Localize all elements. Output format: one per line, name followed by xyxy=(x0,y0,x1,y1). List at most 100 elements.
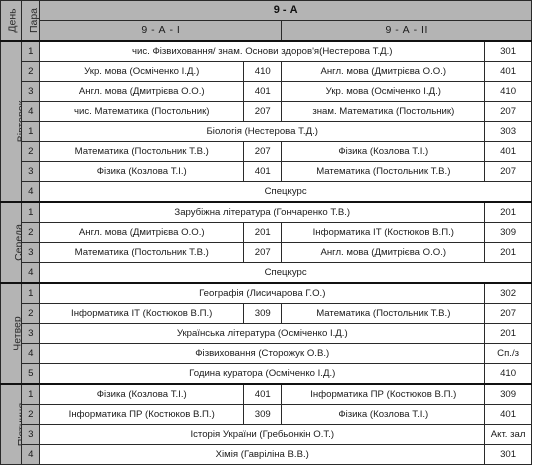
room-cell: 309 xyxy=(484,383,532,405)
subject-cell: знам. Математика (Постольник) xyxy=(281,101,486,122)
subject-cell-whole-class: Українська література (Осміченко І.Д.) xyxy=(39,323,486,344)
subject-cell: Інформатика ІТ (Костюков В.П.) xyxy=(281,222,486,243)
room-cell: 410 xyxy=(484,363,532,385)
room-cell: 301 xyxy=(484,40,532,62)
room-cell: 401 xyxy=(484,141,532,162)
day-label-text: Вівторок xyxy=(15,100,22,143)
day-label: Четвер xyxy=(0,282,23,385)
pair-number: 3 xyxy=(21,161,41,182)
subject-cell-whole-class: Біологія (Нестерова Т.Д.) xyxy=(39,121,486,142)
room-cell: 401 xyxy=(243,161,283,182)
subject-cell: Англ. мова (Дмитрієва О.О.) xyxy=(39,222,245,243)
pair-number: 3 xyxy=(21,81,41,102)
day-label: Середа xyxy=(0,201,23,284)
class-title: 9 - А xyxy=(39,0,532,21)
group-header-2: 9 - А - II xyxy=(281,20,532,42)
room-cell: 309 xyxy=(243,404,283,425)
subject-cell: Фізика (Козлова Т.І.) xyxy=(39,161,245,182)
subject-cell: Англ. мова (Дмитрієва О.О.) xyxy=(281,242,486,263)
pair-number: 2 xyxy=(21,222,41,243)
pair-number: 1 xyxy=(21,121,41,142)
subject-cell: Інформатика ПР (Костюков В.П.) xyxy=(39,404,245,425)
subject-cell-whole-class: Година куратора (Осміченко І.Д.) xyxy=(39,363,486,385)
subject-cell-whole-class: Історія України (Гребьонкін О.Т.) xyxy=(39,424,486,445)
room-cell: 201 xyxy=(243,222,283,243)
room-cell: 401 xyxy=(484,404,532,425)
subject-cell-whole-class: Фізвиховання (Сторожук О.В.) xyxy=(39,343,486,364)
subject-cell: Математика (Постольник Т.В.) xyxy=(281,303,486,324)
day-label: П'ятниця xyxy=(0,383,23,465)
room-cell: 201 xyxy=(484,242,532,263)
room-cell: 410 xyxy=(243,61,283,82)
day-label-text: Четвер xyxy=(11,316,22,351)
day-label: Вівторок xyxy=(0,40,23,203)
room-cell: 303 xyxy=(484,121,532,142)
subject-cell: Фізика (Козлова Т.І.) xyxy=(281,404,486,425)
subject-cell: чис. Математика (Постольник) xyxy=(39,101,245,122)
group-header-1: 9 - А - I xyxy=(39,20,283,42)
subject-cell-whole-class: Зарубіжна література (Гончаренко Т.В.) xyxy=(39,201,486,223)
room-cell: 410 xyxy=(484,81,532,102)
room-cell: 207 xyxy=(243,101,283,122)
pair-number: 3 xyxy=(21,323,41,344)
pair-number: 4 xyxy=(21,343,41,364)
subject-cell: Математика (Постольник Т.В.) xyxy=(39,242,245,263)
subject-cell: Інформатика ІТ (Костюков В.П.) xyxy=(39,303,245,324)
room-cell: 207 xyxy=(484,303,532,324)
room-cell: 207 xyxy=(484,161,532,182)
subject-cell: Укр. мова (Осміченко І.Д.) xyxy=(39,61,245,82)
pair-number: 3 xyxy=(21,424,41,445)
subject-cell: Фізика (Козлова Т.І.) xyxy=(281,141,486,162)
room-cell: 207 xyxy=(243,141,283,162)
pair-number: 4 xyxy=(21,181,41,203)
day-column-header: День xyxy=(0,0,23,42)
pair-number: 1 xyxy=(21,383,41,405)
subject-cell-whole-class: Хімія (Гавріліна В.В.) xyxy=(39,444,486,465)
subject-cell: Фізика (Козлова Т.І.) xyxy=(39,383,245,405)
room-cell: 309 xyxy=(484,222,532,243)
subject-cell-whole-class: Географія (Лисичарова Г.О.) xyxy=(39,282,486,304)
pair-number: 5 xyxy=(21,363,41,385)
room-cell: 207 xyxy=(243,242,283,263)
day-label-text: Середа xyxy=(12,224,22,261)
room-cell: 401 xyxy=(243,81,283,102)
subject-cell-full: Спецкурс xyxy=(39,262,532,284)
subject-cell: Інформатика ПР (Костюков В.П.) xyxy=(281,383,486,405)
room-cell: 301 xyxy=(484,444,532,465)
pair-number: 2 xyxy=(21,303,41,324)
pair-number: 2 xyxy=(21,141,41,162)
pair-number: 4 xyxy=(21,262,41,284)
room-cell: Акт. зал xyxy=(484,424,532,445)
pair-number: 3 xyxy=(21,242,41,263)
subject-cell: Математика (Постольник Т.В.) xyxy=(39,141,245,162)
room-cell: 201 xyxy=(484,323,532,344)
pair-number: 2 xyxy=(21,404,41,425)
room-cell: 207 xyxy=(484,101,532,122)
room-cell: 201 xyxy=(484,201,532,223)
pair-number: 4 xyxy=(21,101,41,122)
room-cell: 302 xyxy=(484,282,532,304)
pair-number: 1 xyxy=(21,201,41,223)
pair-number: 1 xyxy=(21,282,41,304)
subject-cell: Математика (Постольник Т.В.) xyxy=(281,161,486,182)
room-cell: Сп./з xyxy=(484,343,532,364)
pair-number: 1 xyxy=(21,40,41,62)
